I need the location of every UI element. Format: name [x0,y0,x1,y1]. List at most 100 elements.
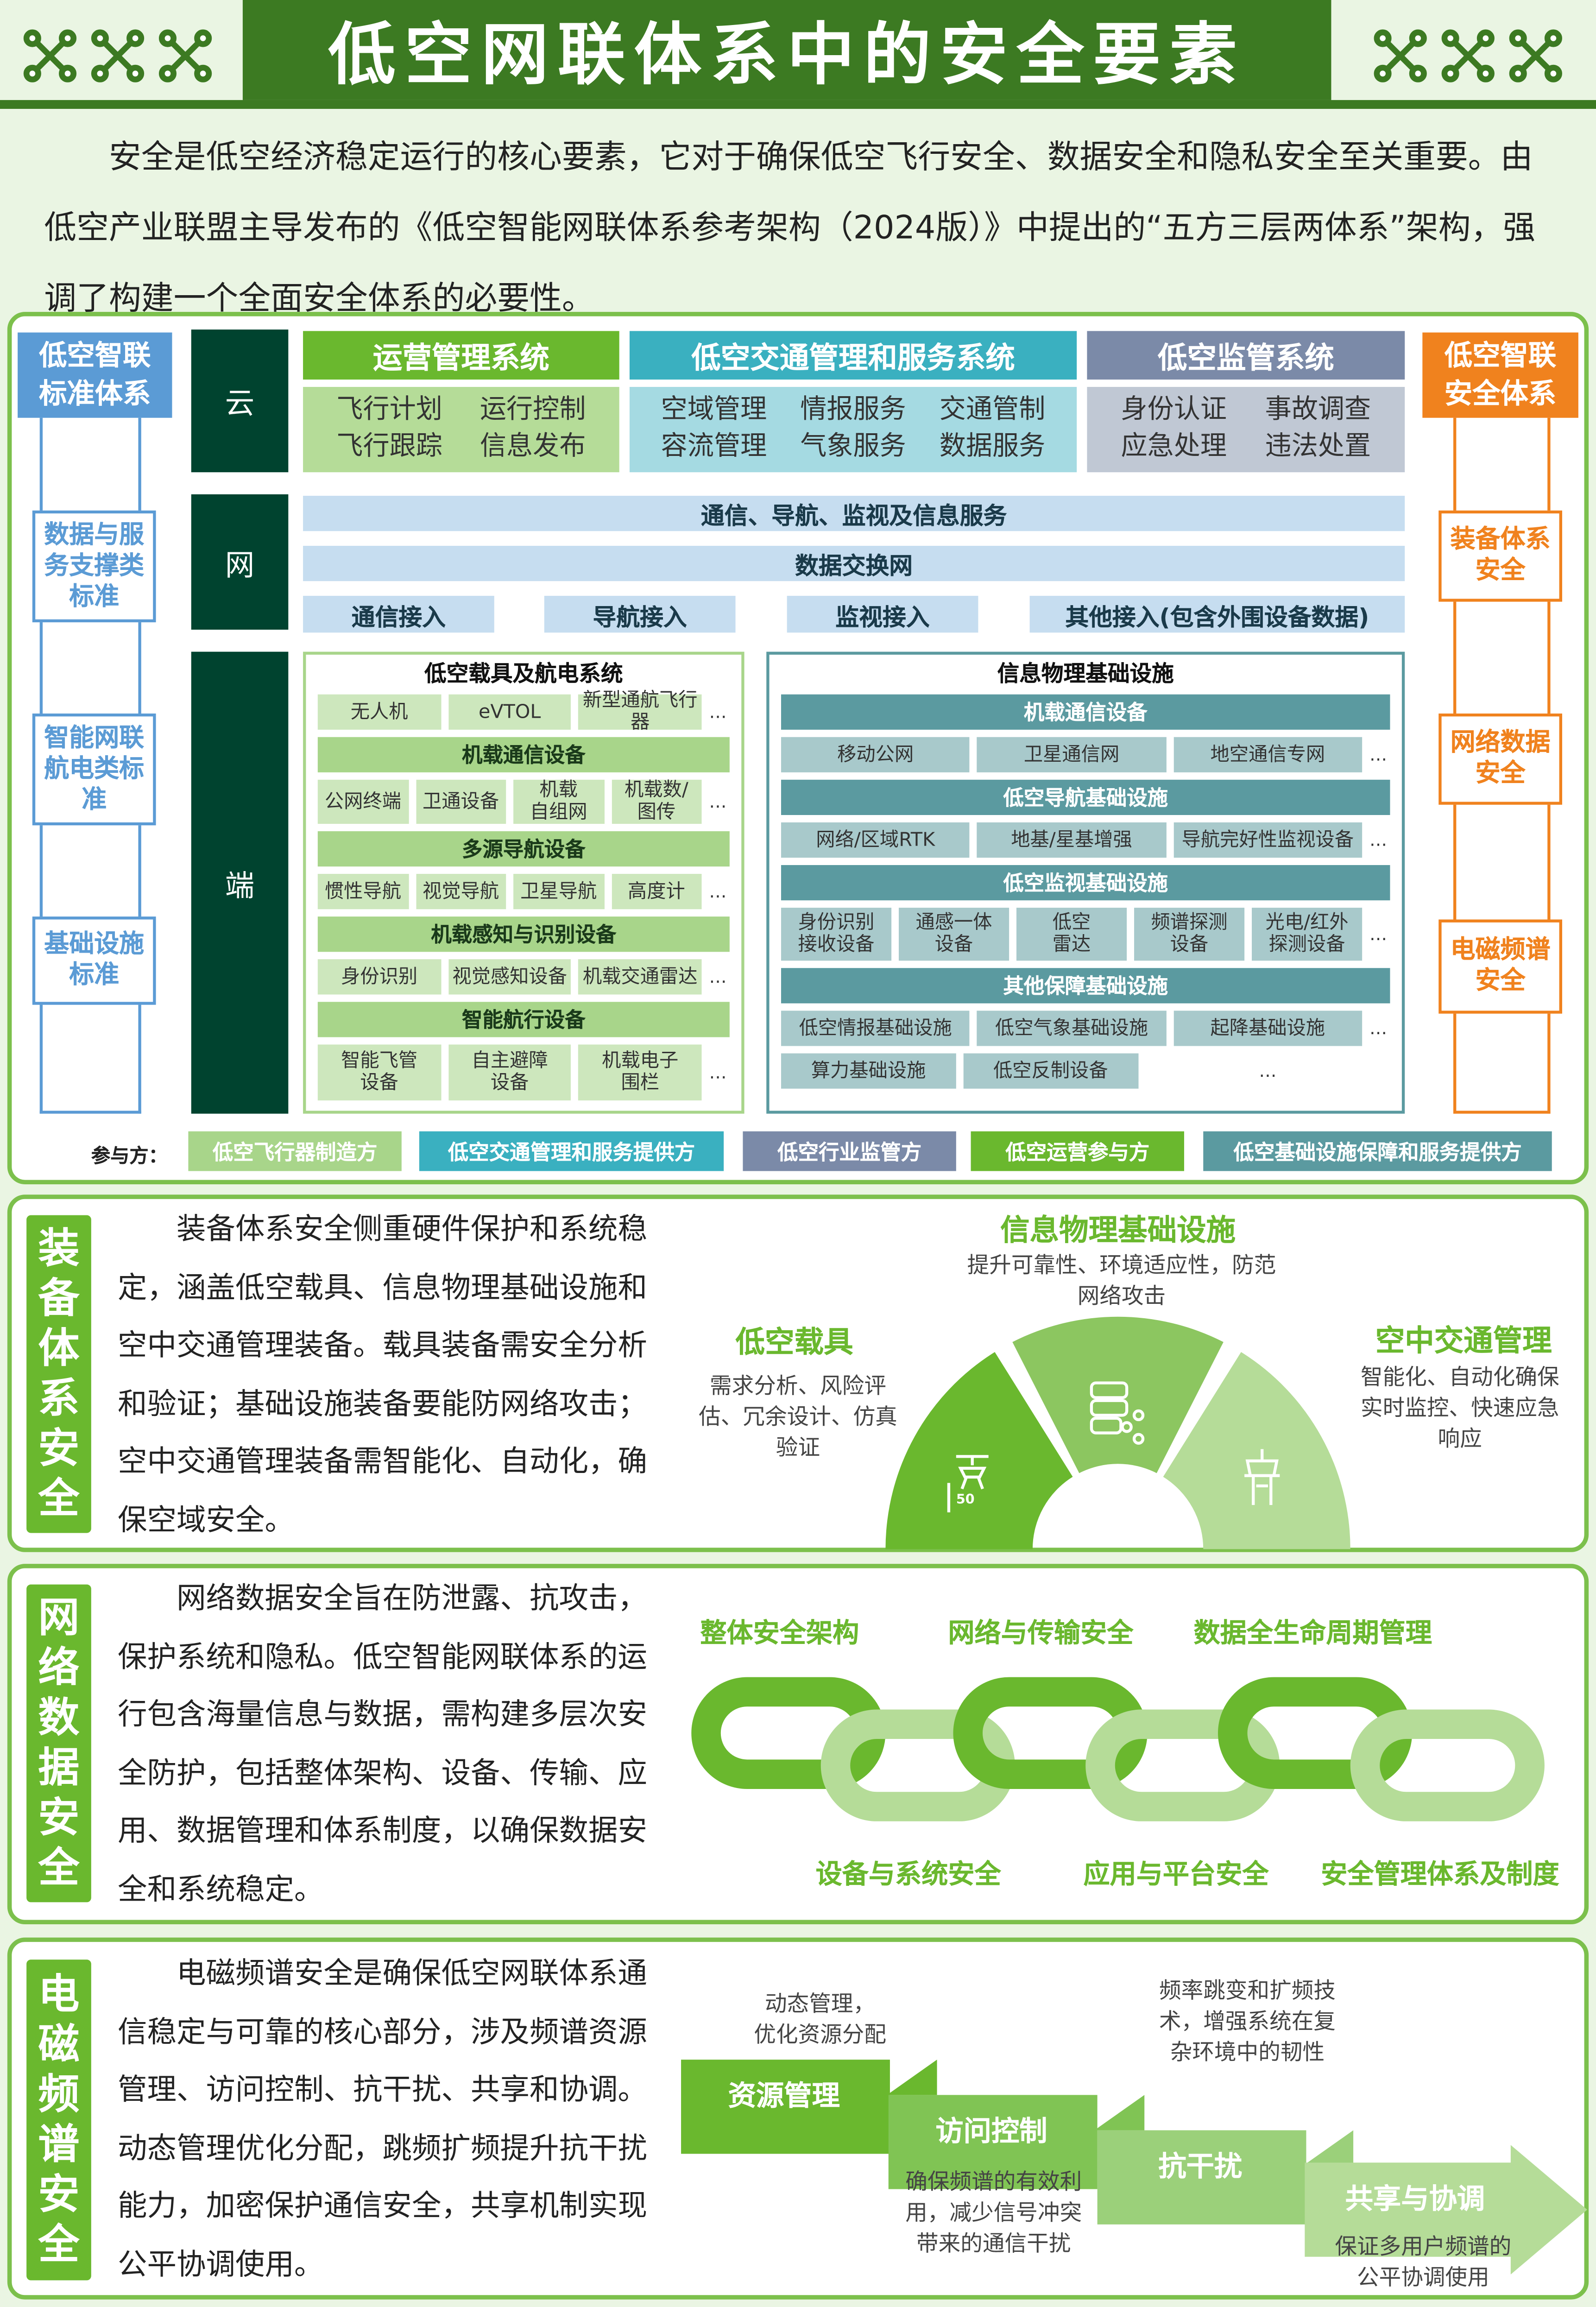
item-row: 惯性导航视觉导航卫星导航高度计… [317,874,730,910]
label-char: 安 [38,2170,80,2219]
category-header: 多源导航设备 [317,831,730,867]
category-header: 低空监视基础设施 [781,865,1390,901]
item-box: 机载 自组网 [513,779,604,824]
item-row: 智能飞管 设备自主避障 设备机载电子 围栏… [317,1044,730,1100]
access-box: 导航接入 [544,595,736,633]
item-box: 惯性导航 [317,874,409,910]
standards-box: 数据与服务支撑类标准 [32,510,156,623]
intro-paragraph: 安全是低空经济稳定运行的核心要素，它对于确保低空飞行安全、数据安全和隐私安全至关… [44,139,1536,318]
title-underline [0,100,1596,109]
participants-label: 参与方： [91,1146,168,1169]
final-arrow [1305,2145,1587,2275]
item-box: 算力基础设施 [781,1053,956,1089]
fan-segment [1163,1352,1350,1549]
cloud-function: 飞行跟踪 [336,431,442,462]
ellipsis: … [1259,1061,1277,1081]
step-title: 资源管理 [728,2080,840,2113]
sec-network-text: 网络数据安全旨在防泄露、抗攻击，保护系统和隐私。低空智能网联体系的运行包含海量信… [118,1580,648,1906]
cloud-function: 身份认证 [1121,394,1227,425]
network-security-section [7,1564,1589,1925]
item-row: 身份识别 接收设备通感一体 设备低空 雷达频谱探测 设备光电/红外 探测设备… [781,908,1390,961]
item-box: 卫通设备 [415,779,506,824]
item-box: 频谱探测 设备 [1134,908,1245,961]
step-band [681,2060,890,2154]
net-service-bar: 通信、导航、监视及信息服务 [303,496,1405,531]
fan-item-desc: 需求分析、风险评估、冗余设计、仿真验证 [699,1372,897,1461]
label-char: 数 [38,1693,80,1742]
fan-segment [885,1352,1073,1549]
cyber-physical-infra-panel: 信息物理基础设施机载通信设备移动公网卫星通信网地空通信专网…低空导航基础设施网络… [766,651,1405,1114]
category-header: 其他保障基础设施 [781,968,1390,1004]
item-box: 卫星通信网 [977,737,1166,772]
sec-equipment-text: 装备体系安全侧重硬件保护和系统稳定，涵盖低空载具、信息物理基础设施和空中交通管理… [118,1211,648,1537]
step-fold [1094,2095,1145,2130]
vehicle-avionics-panel-title: 低空载具及航电系统 [424,660,623,687]
item-box: 低空气象基础设施 [977,1011,1166,1046]
cloud-function: 违法处置 [1265,431,1371,462]
cloud-function: 容流管理 [661,431,767,462]
label-char: 体 [38,1324,80,1373]
label-char: 磁 [38,2020,80,2069]
sec-spectrum-text: 电磁频谱安全是确保低空网联体系通信稳定与可靠的核心部分，涉及频谱资源管理、访问控… [118,1955,648,2282]
cloud-function: 情报服务 [800,394,906,425]
item-row: 算力基础设施低空反制设备 … [781,1053,1390,1089]
category-header: 机载通信设备 [317,737,730,772]
drone-altitude-label: 50 [956,1491,975,1507]
cloud-function: 飞行计划 [336,394,442,425]
category-header: 低空导航基础设施 [781,779,1390,815]
chain-top-label: 数据全生命周期管理 [1193,1618,1432,1650]
item-row: 低空情报基础设施低空气象基础设施起降基础设施… [781,1011,1390,1046]
access-box: 其他接入(包含外围设备数据) [1029,595,1405,633]
fan-item-title: 信息物理基础设施 [1000,1212,1236,1248]
security-system-header: 低空智联安全体系 [1422,332,1578,418]
step-band [888,2095,1098,2189]
ellipsis: … [709,967,727,987]
node [1121,1421,1133,1433]
category-header: 机载通信设备 [781,694,1390,730]
item-box: 卫星导航 [513,874,604,910]
cloud-system-header: 低空交通管理和服务系统 [629,331,1077,380]
label-char: 络 [38,1643,80,1692]
orange-bottom-line [1453,1111,1551,1114]
step-desc: 确保频谱的有效利 用，减少信号冲突 带来的通信干扰 [905,2168,1082,2257]
cloud-system-body: 身份认证事故调查应急处理违法处置 [1087,387,1405,473]
access-box: 监视接入 [787,595,978,633]
item-box: 低空反制设备 [963,1053,1138,1089]
category-header: 机载感知与识别设备 [317,916,730,952]
item-box: 光电/红外 探测设备 [1252,908,1363,961]
drone-shape [956,1455,989,1490]
security-box: 电磁频谱安全 [1438,919,1562,1014]
cloud-function: 信息发布 [479,431,586,462]
cloud-function: 交通管制 [939,394,1046,425]
step-fold [1303,2130,1354,2166]
step-fold [887,2060,937,2095]
ellipsis: … [1369,744,1388,765]
item-box: 无人机 [317,694,441,730]
label-char: 谱 [38,2120,80,2169]
item-box: 身份识别 [317,959,441,995]
label-char: 全 [38,2220,80,2269]
fan-item-desc: 提升可靠性、环境适应性，防范网络攻击 [967,1252,1276,1309]
ellipsis: … [1369,1018,1388,1039]
chain-top-label: 网络与传输安全 [948,1618,1134,1650]
standards-system-header: 低空智联标准体系 [18,332,172,418]
label-char: 备 [38,1274,80,1323]
label-char: 频 [38,2070,80,2119]
label-char: 装 [38,1224,80,1273]
cloud-system-header: 运营管理系统 [303,331,619,380]
fan-item-desc: 智能化、自动化确保实时监控、快速应急响应 [1360,1364,1559,1452]
item-box: 机载电子 围栏 [578,1044,702,1100]
item-box: 公网终端 [317,779,409,824]
participant-badge: 低空交通管理和服务提供方 [419,1131,724,1171]
blue-bottom-line [39,1111,141,1114]
item-box: 机载数/ 图传 [611,779,702,824]
cloud-function: 空域管理 [661,394,767,425]
label-char: 全 [38,1474,80,1523]
step-title: 访问控制 [935,2115,1047,2148]
layer-net: 网 [191,494,289,630]
data-exchange-bar: 数据交换网 [303,545,1405,581]
cloud-function: 气象服务 [800,431,906,462]
